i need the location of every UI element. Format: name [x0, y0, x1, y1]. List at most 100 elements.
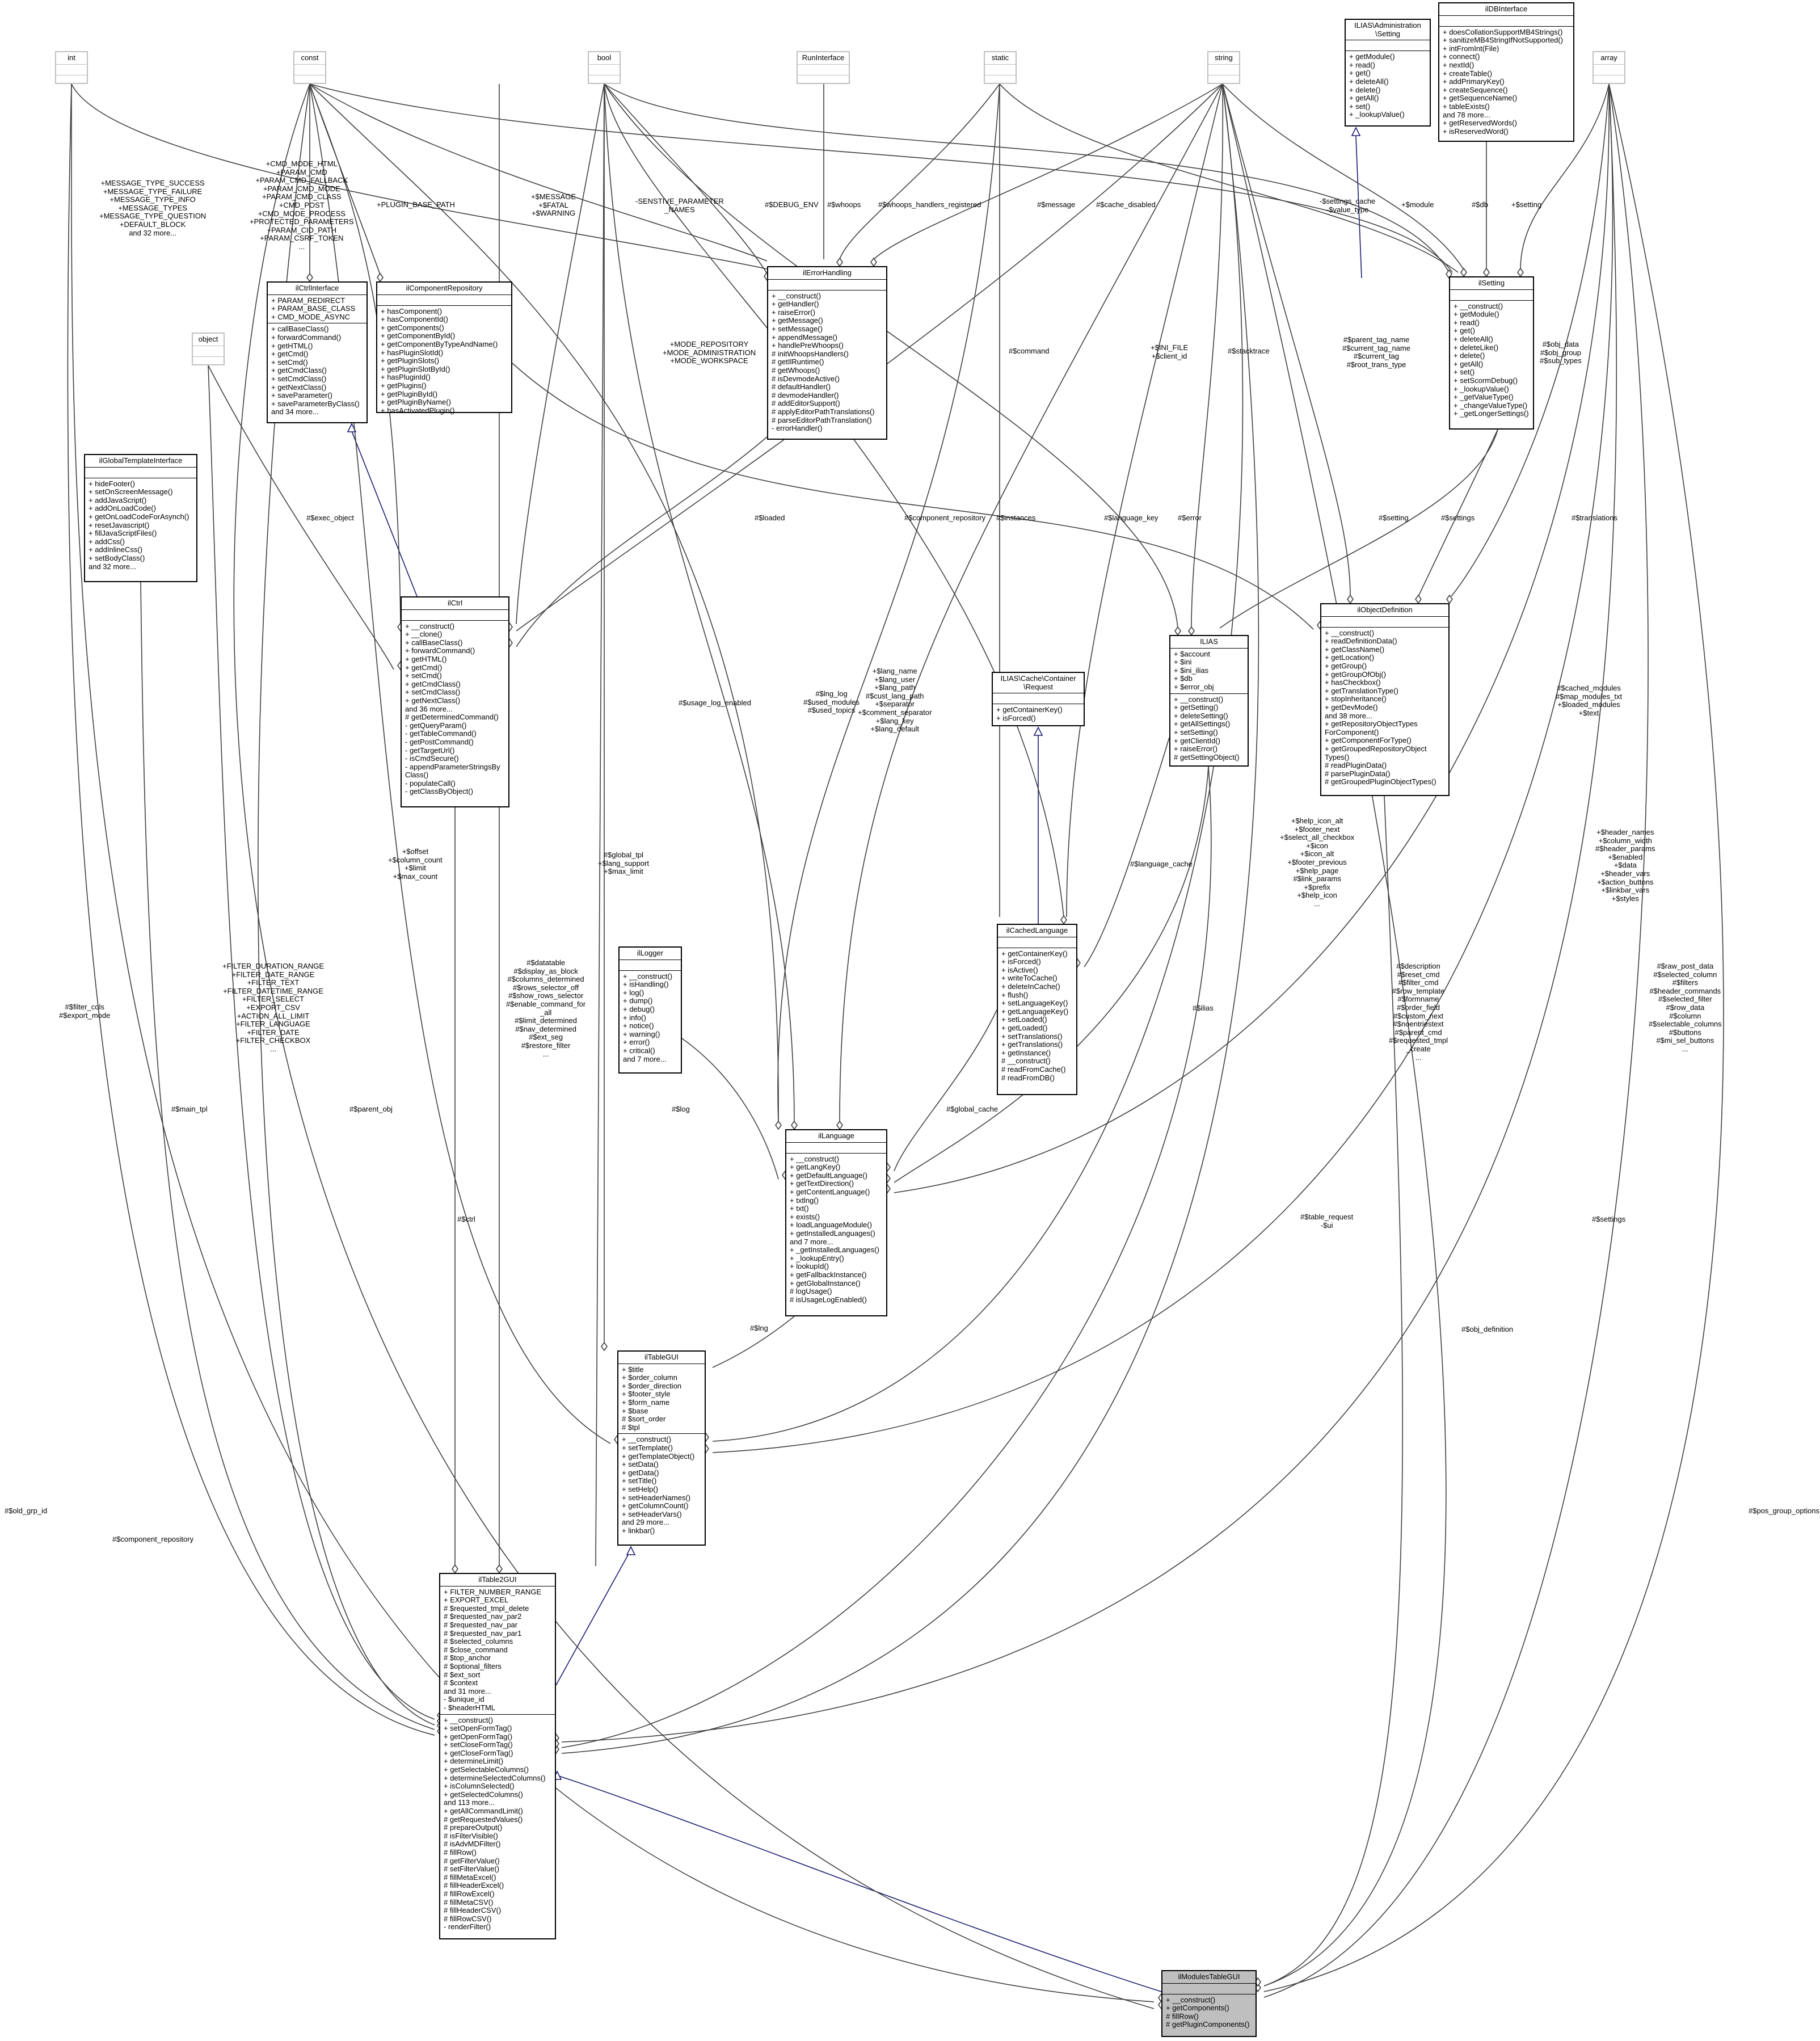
- operation-row: # devmodeHandler(): [772, 390, 839, 399]
- association-edge: [140, 582, 435, 1730]
- association-edge: [604, 83, 795, 1123]
- operation-row: + hideFooter(): [89, 479, 136, 488]
- association-edge: [516, 83, 605, 625]
- edge-label-message-types: +MESSAGE_TYPE_SUCCESS +MESSAGE_TYPE_FAIL…: [99, 179, 207, 237]
- edge-label-ilias: #$ilias: [1193, 1004, 1214, 1012]
- operation-row: + warning(): [623, 1029, 660, 1038]
- operation-row: # isFilterVisible(): [444, 1831, 498, 1840]
- operation-row: # getIlRuntime(): [772, 357, 824, 367]
- operation-row: + txt(): [790, 1204, 809, 1213]
- class-operations: [56, 75, 87, 86]
- class-illanguage: ilLanguage+ __construct()+ getLangKey()+…: [785, 1129, 887, 1316]
- class-attributes: + $account+ $ini+ $ini_ilias+ $db+ $erro…: [1170, 649, 1248, 694]
- class-attributes: [377, 295, 511, 306]
- operation-row: + getOpenFormTag(): [444, 1732, 513, 1741]
- class-operations: + doesCollationSupportMB4Strings()+ sani…: [1439, 27, 1573, 138]
- class-name: string: [1208, 52, 1239, 65]
- association-edge: [1066, 83, 1223, 918]
- operation-row: + determineSelectedColumns(): [444, 1773, 546, 1782]
- operation-row: + error(): [623, 1038, 650, 1047]
- class-operations: + __construct()+ getLangKey()+ getDefaul…: [786, 1154, 886, 1306]
- attribute-row: + $order_column: [622, 1373, 677, 1382]
- edge-label-lang-name: +$lang_name +$lang_user +$lang_path #$cu…: [858, 667, 932, 734]
- class-attributes: [985, 65, 1016, 75]
- class-bool: bool: [588, 51, 621, 84]
- operation-row: + __construct(): [444, 1715, 494, 1724]
- operation-row: + hasPluginId(): [381, 373, 431, 382]
- class-int: int: [55, 51, 88, 84]
- operation-row: + getHTML(): [271, 341, 313, 350]
- operation-row: # isDevmodeActive(): [772, 374, 840, 383]
- class-name: int: [56, 52, 87, 65]
- operation-row: # getFilterValue(): [444, 1856, 500, 1865]
- operation-row: and 29 more...: [622, 1518, 669, 1527]
- operation-row: + setTemplate(): [622, 1443, 673, 1452]
- edge-label-command: #$command: [1009, 347, 1050, 355]
- association-edge: [309, 83, 1453, 273]
- operation-row: # __construct(): [1001, 1057, 1051, 1066]
- operation-row: + __construct(): [405, 621, 455, 630]
- class-ilglobaltemplateinterface: ilGlobalTemplateInterface+ hideFooter()+…: [84, 454, 197, 582]
- operation-row: + isColumnSelected(): [444, 1782, 515, 1791]
- edge-label-message-fatal-warning: +$MESSAGE +$FATAL +$WARNING: [531, 192, 576, 218]
- operation-row: # applyEditorPathTranslations(): [772, 407, 875, 416]
- attribute-row: # $top_anchor: [444, 1653, 491, 1663]
- operation-row: + getComponentForType(): [1325, 736, 1412, 745]
- aggregation-diamond: [452, 1564, 458, 1574]
- operation-row: - getQueryParam(): [405, 721, 467, 730]
- aggregation-diamond: [836, 1120, 843, 1130]
- attribute-row: # $requested_nav_par2: [444, 1612, 522, 1621]
- operation-row: + flush(): [1001, 990, 1029, 999]
- edge-label-description: #$description #$reset_cmd #$filter_cmd #…: [1389, 962, 1448, 1062]
- edge-label-error: #$error: [1178, 514, 1202, 522]
- class-operations: + getContainerKey()+ isForced(): [993, 704, 1084, 724]
- operation-row: # fillMetaCSV(): [444, 1897, 494, 1907]
- edge-label-filter-cols: #$filter_cols #$export_mode: [59, 1003, 111, 1020]
- class-name: const: [294, 52, 325, 65]
- operation-row: ForComponent(): [1325, 727, 1379, 737]
- operation-row: + getTranslationType(): [1325, 686, 1398, 695]
- operation-row: + getPluginById(): [381, 389, 438, 398]
- edge-label-obj-data: #$obj_data #$obj_group #$sub_types: [1540, 340, 1582, 365]
- operation-row: + delete(): [1454, 351, 1485, 360]
- aggregation-diamond: [1446, 269, 1452, 279]
- operation-row: + deleteAll(): [1349, 77, 1389, 86]
- attribute-row: # $context: [444, 1678, 478, 1687]
- operation-row: + raiseError(): [1174, 744, 1217, 754]
- class-operations: [294, 75, 325, 86]
- edge-label-main-tpl: #$main_tpl: [171, 1105, 208, 1113]
- class-name: ilCachedLanguage: [998, 925, 1076, 937]
- operation-row: + getCmdClass(): [405, 679, 461, 688]
- operation-row: + getGlobalInstance(): [790, 1278, 861, 1287]
- attribute-row: + $error_obj: [1174, 682, 1214, 691]
- edge-label-component-repository-top: #$component_repository: [904, 514, 986, 522]
- association-edge: [1263, 83, 1724, 1992]
- aggregation-diamond: [1460, 267, 1467, 277]
- operation-row: + _lookupValue(): [1349, 110, 1405, 119]
- operation-row: + getModule(): [1454, 310, 1499, 319]
- aggregation-diamond: [870, 257, 877, 267]
- attribute-row: # $close_command: [444, 1645, 508, 1654]
- operation-row: + setBodyClass(): [89, 553, 145, 562]
- operation-row: + setLanguageKey(): [1001, 999, 1068, 1008]
- operation-row: + __construct(): [790, 1154, 840, 1163]
- operation-row: + setLoaded(): [1001, 1015, 1047, 1024]
- class-operations: [1594, 75, 1624, 86]
- class-name: RunInterface: [798, 52, 849, 65]
- operation-row: + setMessage(): [772, 324, 823, 333]
- operation-row: + saveParameterByClass(): [271, 399, 360, 408]
- operation-row: # isAdvMDFilter(): [444, 1840, 501, 1849]
- attribute-row: + FILTER_NUMBER_RANGE: [444, 1587, 542, 1596]
- association-edge: [561, 83, 1259, 1754]
- operation-row: # getWhoops(): [772, 365, 820, 374]
- edge-label-filter-constants: +FILTER_DURATION_RANGE +FILTER_DATE_RANG…: [222, 962, 325, 1053]
- operation-row: + deleteInCache(): [1001, 982, 1060, 991]
- operation-row: - getClassByObject(): [405, 787, 473, 796]
- operation-row: + critical(): [623, 1046, 655, 1055]
- operation-row: and 78 more...: [1443, 110, 1490, 119]
- aggregation-diamond: [1188, 626, 1195, 636]
- aggregation-diamond: [496, 1564, 503, 1574]
- operation-row: + addInlineCss(): [89, 545, 143, 554]
- operation-row: + set(): [1349, 102, 1371, 111]
